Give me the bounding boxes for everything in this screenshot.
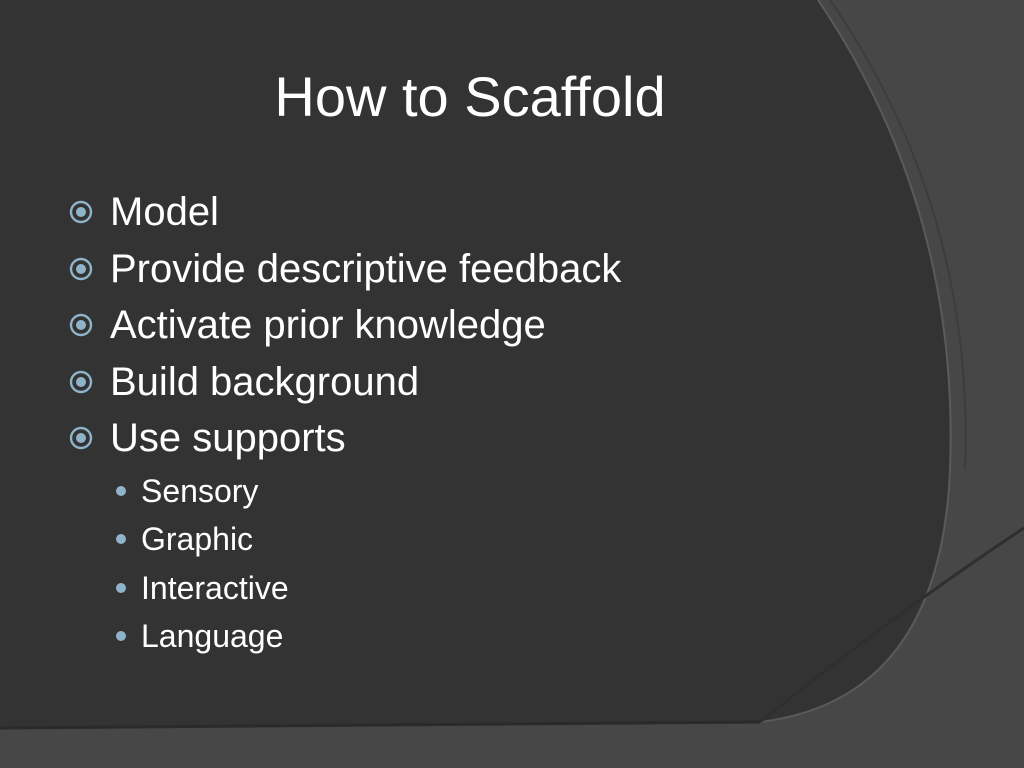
filled-dot-icon [116,485,126,496]
bullet-text: Activate prior knowledge [110,303,546,348]
sub-bullet-item: Interactive [68,564,868,613]
sub-bullet-text: Sensory [141,472,259,509]
sub-bullet-item: Sensory [68,467,868,516]
bullet-text: Model [110,190,219,235]
filled-dot-icon [116,582,126,593]
filled-dot-icon [116,631,126,642]
filled-dot-icon [116,534,126,545]
bullet-item: Provide descriptive feedback [68,241,868,298]
sub-bullet-item: Graphic [68,515,868,564]
circled-dot-icon [68,297,110,353]
bullet-text: Build background [110,359,420,404]
bullet-list: Model Provide descriptive feedback Activ… [68,184,868,661]
bullet-item: Use supports [68,410,868,467]
bullet-text: Provide descriptive feedback [110,246,622,291]
slide-title: How to Scaffold [274,65,666,128]
sub-bullet-text: Interactive [141,569,289,606]
sub-bullet-text: Language [141,618,284,655]
bullet-item: Activate prior knowledge [68,297,868,354]
sub-bullet-item: Language [68,612,868,661]
circled-dot-icon [68,354,110,410]
bullet-text: Use supports [110,416,346,461]
sub-bullet-text: Graphic [141,521,254,558]
circled-dot-icon [68,241,110,297]
bullet-item: Build background [68,354,868,411]
circled-dot-icon [68,184,110,240]
circled-dot-icon [68,410,110,466]
bullet-item: Model [68,184,868,241]
